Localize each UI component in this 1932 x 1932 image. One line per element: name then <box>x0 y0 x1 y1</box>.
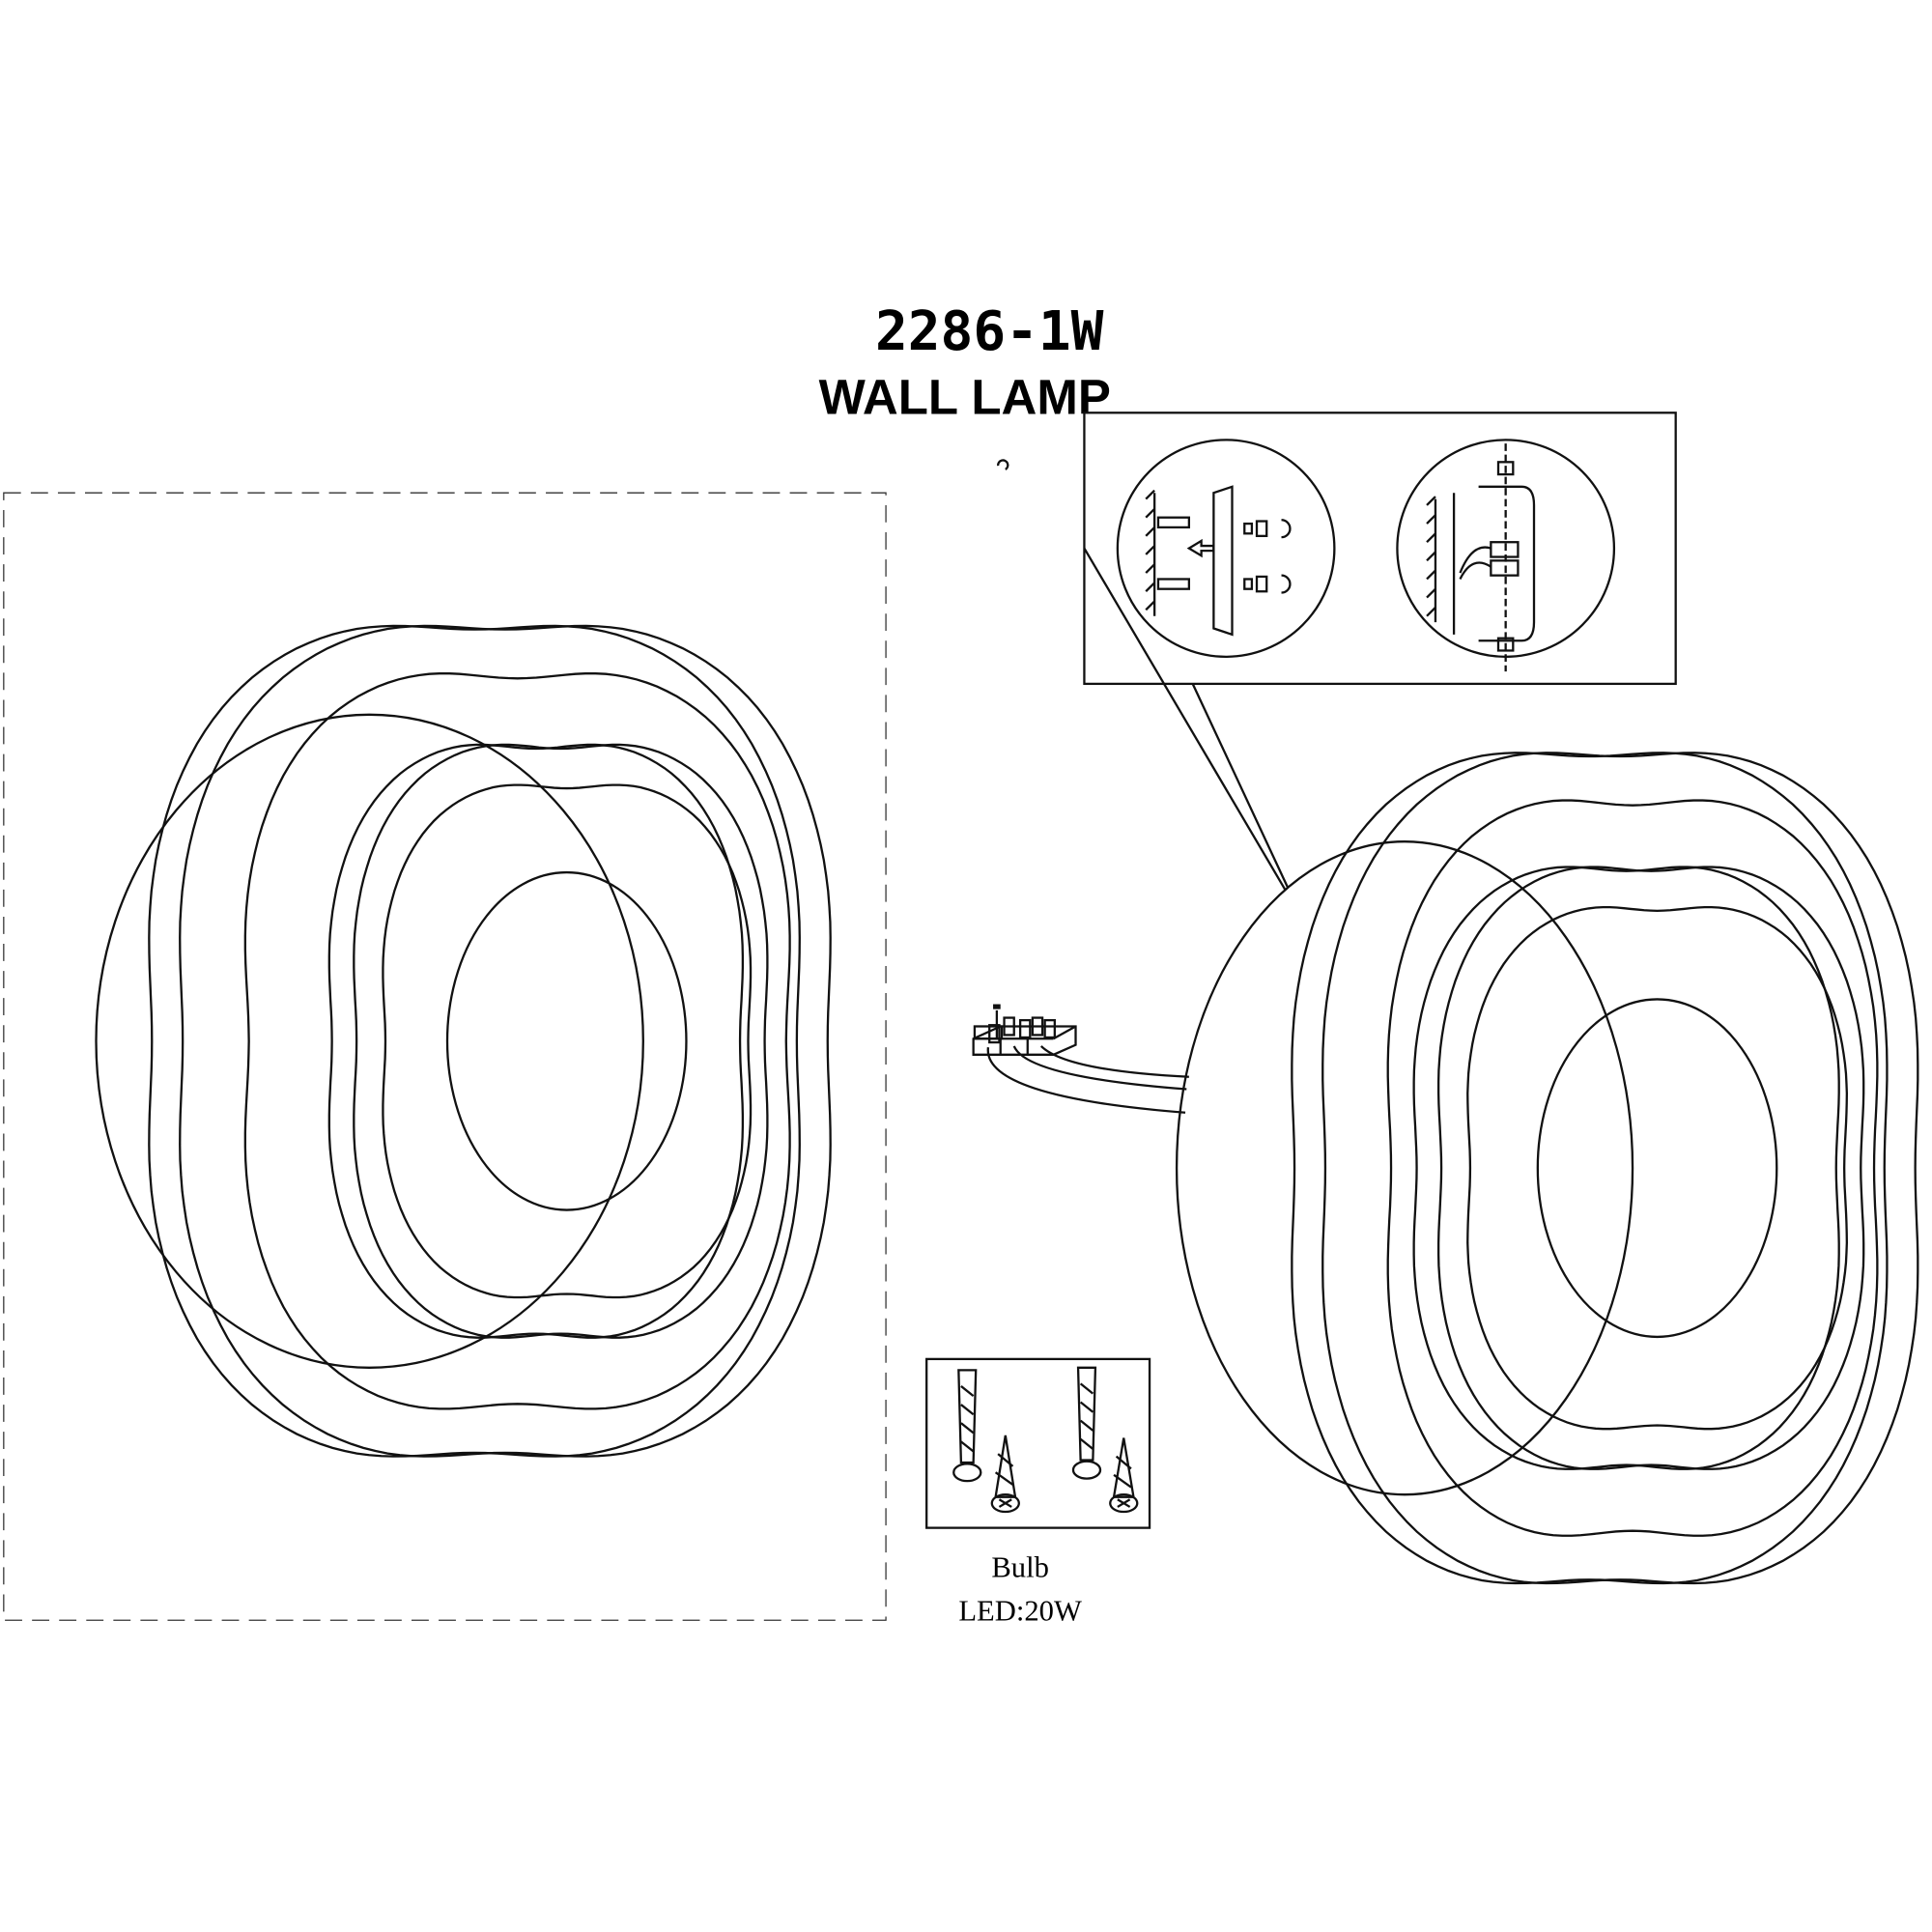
lamp-outer-shade-edge <box>148 624 801 1458</box>
lamp-outer-shade-inner <box>243 672 791 1410</box>
lamp-inner-shade-inner <box>382 783 753 1299</box>
installation-detail-inset <box>1083 412 1677 891</box>
model-number: 2286-1W <box>875 300 1104 363</box>
lamp-back-plate <box>1175 840 1634 1496</box>
lamp-center-diffuser <box>1536 998 1778 1339</box>
lamp-inner-shade-edge <box>1412 866 1840 1470</box>
bracket-mounting-step <box>1116 439 1336 658</box>
bulb-label: Bulb <box>991 1551 1049 1584</box>
lamp-inner-shade-inner <box>1466 906 1848 1431</box>
terminal-block <box>972 459 1189 1114</box>
lamp-inner-shade <box>1436 866 1865 1470</box>
lamp-front-view <box>95 624 832 1458</box>
lamp-inner-shade <box>353 743 769 1339</box>
lamp-outer-shade <box>179 624 832 1458</box>
mounting-hardware-box <box>925 1357 1151 1529</box>
rotate-icon <box>1281 519 1292 539</box>
lamp-outer-shade-inner <box>1386 799 1879 1537</box>
rotate-icon <box>1281 574 1292 594</box>
lamp-installed-view <box>1175 752 1919 1585</box>
lamp-back-plate <box>95 713 644 1369</box>
lamp-center-diffuser <box>445 870 688 1211</box>
wall-anchor-icon <box>952 1366 1102 1483</box>
lamp-outer-shade <box>1321 752 1919 1585</box>
wiring-step <box>1396 439 1616 672</box>
bulb-spec: LED:20W <box>958 1594 1082 1627</box>
lamp-inner-shade-edge <box>327 743 745 1339</box>
rotate-icon <box>997 459 1009 470</box>
lamp-outer-shade-edge <box>1291 752 1889 1585</box>
arrow-left-icon <box>1186 538 1215 558</box>
product-name: WALL LAMP <box>819 370 1111 425</box>
dimension-frame <box>3 492 887 1621</box>
screw-icon <box>990 1435 1139 1514</box>
